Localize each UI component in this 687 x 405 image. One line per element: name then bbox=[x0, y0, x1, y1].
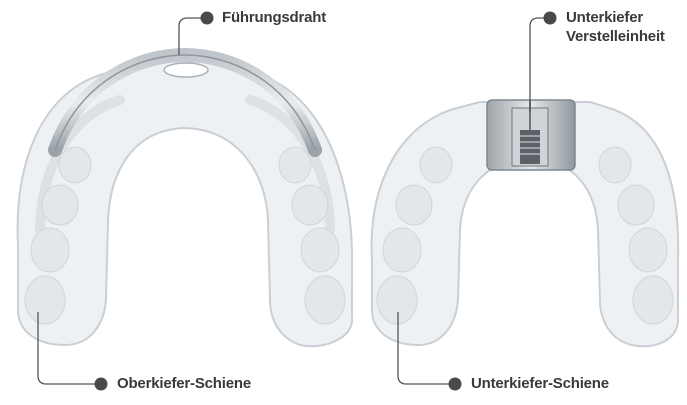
upper-splint-illustration bbox=[18, 55, 352, 346]
leader-line-lower-jaw-adjuster bbox=[530, 18, 548, 112]
label-upper-splint: Oberkiefer-Schiene bbox=[117, 374, 251, 393]
label-lower-jaw-adjuster-line2: Verstelleinheit bbox=[566, 27, 665, 46]
label-lower-jaw-adjuster-line1: Unterkiefer bbox=[566, 8, 665, 27]
label-lower-jaw-adjuster: Unterkiefer Verstelleinheit bbox=[566, 8, 665, 46]
label-lower-splint: Unterkiefer-Schiene bbox=[471, 374, 609, 393]
marker-dot-lower-splint bbox=[449, 378, 462, 391]
marker-dot-upper-splint bbox=[95, 378, 108, 391]
marker-dot-guide-wire bbox=[201, 12, 214, 25]
marker-dot-lower-jaw-adjuster bbox=[544, 12, 557, 25]
label-guide-wire: Führungsdraht bbox=[222, 8, 326, 27]
lower-splint-illustration bbox=[372, 100, 679, 346]
